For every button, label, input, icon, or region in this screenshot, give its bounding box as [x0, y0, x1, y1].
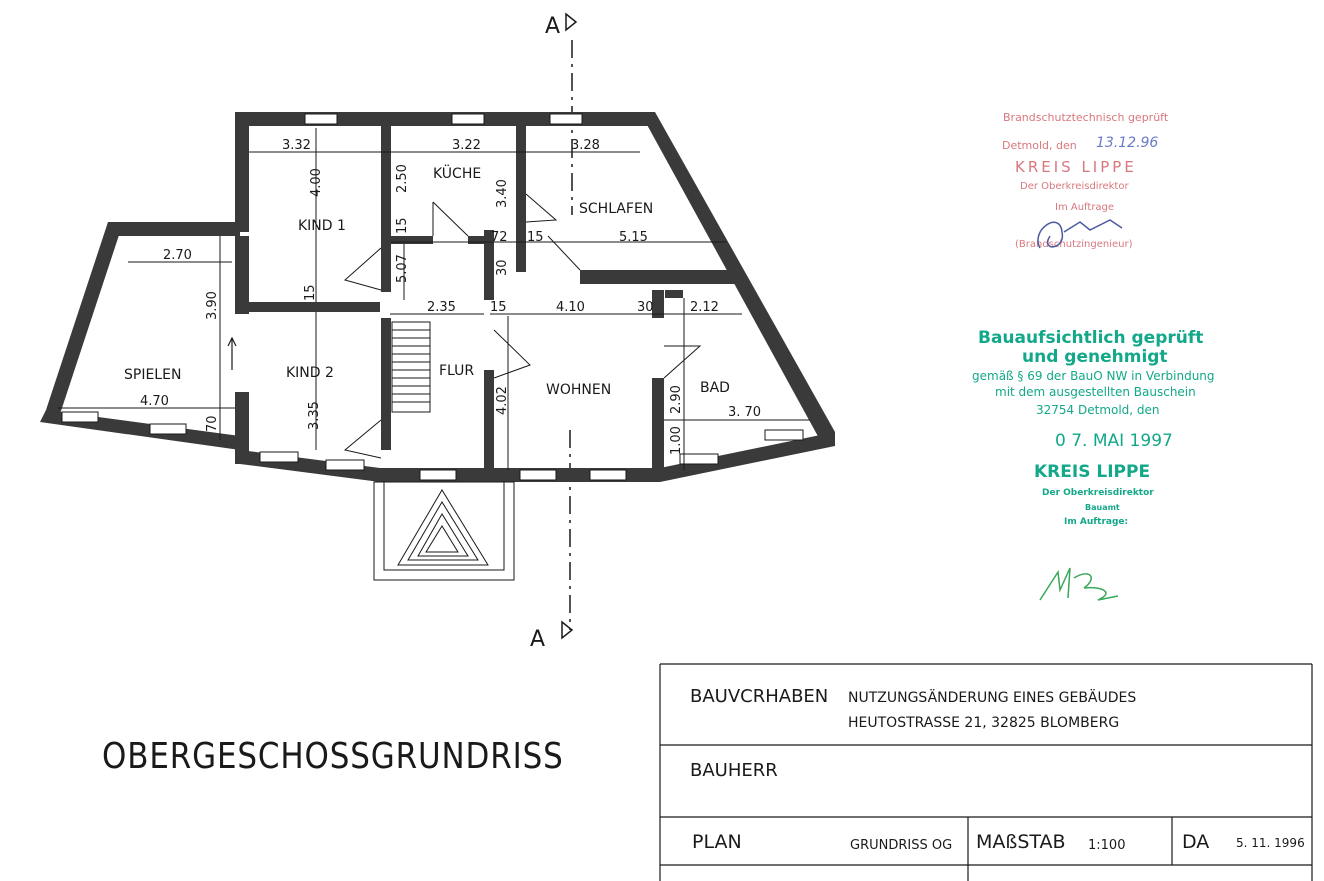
room-label-kueche: KÜCHE	[433, 164, 481, 182]
dim-label: 70	[205, 415, 220, 432]
dim-label: 3.90	[205, 291, 220, 320]
massstab-value: 1:100	[1088, 838, 1125, 853]
dim-label: 3.40	[495, 179, 510, 208]
dim-label: 4.10	[556, 300, 585, 315]
dim-label: 15	[303, 284, 318, 301]
stamp-fire-line5: Im Auftrage	[1055, 202, 1114, 213]
dim-label: 3.22	[452, 138, 481, 153]
dim-label: 15	[490, 300, 507, 315]
stamp-fire-line3: KREIS LIPPE	[1015, 158, 1137, 176]
stamp-approval-line2: und genehmigt	[1022, 347, 1168, 367]
stamp-approval-line5: 32754 Detmold, den	[1036, 403, 1160, 417]
room-label-kind2: KIND 2	[286, 365, 334, 381]
section-line	[561, 12, 578, 640]
arrow-up-icon	[227, 336, 237, 370]
stamp-approval-line8: Der Oberkreisdirektor	[1042, 488, 1154, 498]
plan-value: GRUNDRISS OG	[850, 838, 952, 853]
dim-label: 15	[395, 217, 410, 234]
bauvorhaben-label: BAUVCRHABEN	[690, 686, 828, 707]
exterior-walls	[40, 112, 835, 482]
dim-label: 3.32	[282, 138, 311, 153]
bauherr-label: BAUHERR	[690, 760, 778, 781]
stamp-fire-date: 13.12.96	[1096, 135, 1158, 151]
approval-stamp: Bauaufsichtlich geprüft und genehmigt ge…	[972, 328, 1215, 601]
room-label-wohnen: WOHNEN	[546, 382, 611, 398]
stamp-approval-line9: Bauamt	[1085, 503, 1120, 512]
dimension-labels: 3.32 3.22 3.28 2.50 4.00 3.40 15 72 15 5…	[140, 138, 761, 455]
dim-label: 3.35	[307, 401, 322, 430]
room-label-schlafen: SCHLAFEN	[579, 201, 653, 217]
entrance-porch	[373, 481, 515, 581]
bauvorhaben-line2: HEUTOSTRASSE 21, 32825 BLOMBERG	[848, 715, 1119, 731]
dim-label: 5.07	[395, 254, 410, 283]
stamp-approval-line1: Bauaufsichtlich geprüft	[978, 328, 1203, 348]
title-block-frame	[659, 663, 1313, 881]
room-label-bad: BAD	[700, 380, 730, 396]
room-label-flur: FLUR	[439, 363, 474, 379]
door-swings	[343, 193, 702, 459]
dim-label: 2.90	[669, 385, 684, 414]
dim-label: 3.28	[571, 138, 600, 153]
dim-label: 3. 70	[728, 405, 761, 420]
dim-label: 4.00	[309, 168, 324, 197]
dim-label: 2.12	[690, 300, 719, 315]
dim-label: 2.50	[395, 164, 410, 193]
bauvorhaben-line1: NUTZUNGSÄNDERUNG EINES GEBÄUDES	[848, 688, 1136, 706]
section-marker-top: A	[545, 14, 560, 39]
stamp-approval-line4: mit dem ausgestellten Bauschein	[995, 385, 1196, 399]
stamp-fire-line4: Der Oberkreisdirektor	[1020, 181, 1129, 192]
windows	[61, 113, 804, 481]
dim-label: 4.70	[140, 394, 169, 409]
room-label-kind1: KIND 1	[298, 218, 346, 234]
stamp-approval-line7: KREIS LIPPE	[1034, 462, 1150, 482]
stamp-fire-line1: Brandschutztechnisch geprüft	[1003, 111, 1169, 124]
stamp-approval-line10: Im Auftrage:	[1064, 517, 1128, 527]
datum-value: 5. 11. 1996	[1236, 836, 1305, 850]
stamp-approval-line6: 0 7. MAI 1997	[1055, 431, 1173, 451]
drawing-title: OBERGESCHOSSGRUNDRISS	[102, 736, 564, 777]
fire-protection-stamp: Brandschutztechnisch geprüft Detmold, de…	[1002, 111, 1169, 250]
room-label-spielen: SPIELEN	[124, 367, 181, 383]
section-marker-bottom: A	[530, 627, 545, 652]
signature-icon	[1039, 567, 1119, 601]
signature-icon	[1037, 219, 1123, 249]
dim-label: 72	[491, 230, 508, 245]
dim-label: 2.35	[427, 300, 456, 315]
dim-label: 5.15	[619, 230, 648, 245]
dim-label: 30	[637, 300, 654, 315]
dim-label: 30	[495, 259, 510, 276]
interior-walls	[235, 112, 740, 474]
dim-label: 1.00	[669, 426, 684, 455]
dim-label: 4.02	[495, 386, 510, 415]
stamp-fire-line2-prefix: Detmold, den	[1002, 139, 1077, 152]
staircase	[391, 321, 431, 413]
plan-label: PLAN	[692, 831, 742, 853]
stamp-fire-line6: (Brandschutzingenieur)	[1015, 239, 1133, 250]
dim-label: 2.70	[163, 248, 192, 263]
massstab-label: MAßSTAB	[976, 831, 1066, 853]
stamp-approval-line3: gemäß § 69 der BauO NW in Verbindung	[972, 369, 1215, 383]
dimension-lines	[58, 128, 810, 470]
dim-label: 15	[527, 230, 544, 245]
datum-label: DA	[1182, 831, 1209, 853]
